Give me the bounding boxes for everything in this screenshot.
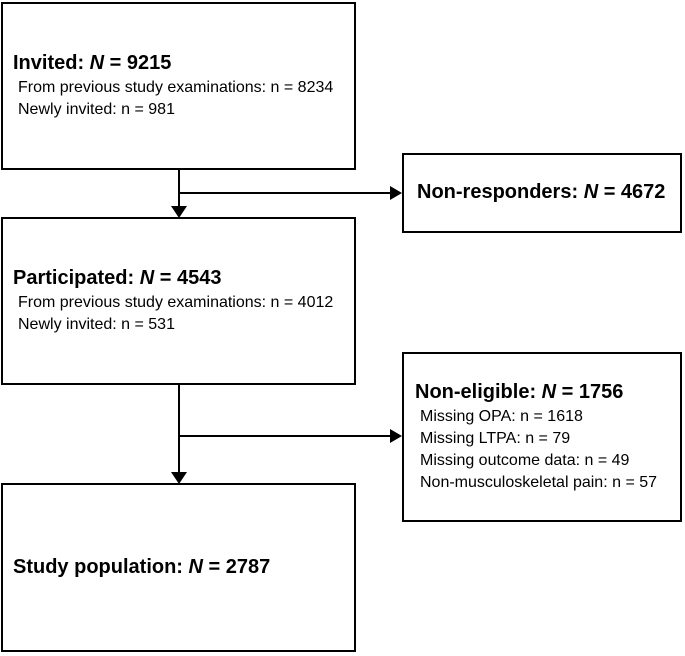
- arrowhead-down-2: [171, 472, 187, 484]
- box-non-eligible-label: Non-eligible:: [415, 381, 542, 403]
- box-study-population-count: = 2787: [202, 555, 271, 578]
- box-participated: Participated: N = 4543 From previous stu…: [1, 217, 356, 385]
- box-study-population: Study population: N = 2787: [1, 483, 356, 652]
- box-invited: Invited: N = 9215 From previous study ex…: [1, 2, 356, 170]
- box-participated-label: Participated:: [13, 267, 140, 289]
- box-participated-n-symbol: N: [139, 267, 155, 289]
- box-study-population-n-symbol: N: [188, 555, 203, 578]
- box-non-eligible-subline-3: Missing outcome data: n = 49: [420, 452, 630, 469]
- box-participated-title: Participated: N = 4543: [13, 266, 221, 290]
- box-invited-title: Invited: N = 9215: [13, 51, 171, 75]
- box-non-eligible-n-symbol: N: [541, 381, 557, 403]
- box-invited-subline-2: Newly invited: n = 981: [18, 101, 175, 118]
- box-non-responders-label: Non-responders:: [417, 181, 584, 203]
- box-invited-subline-1: From previous study examinations: n = 82…: [18, 79, 334, 96]
- arrowhead-down-1: [171, 206, 187, 218]
- box-participated-subline-1: From previous study examinations: n = 40…: [18, 294, 334, 311]
- box-non-eligible-title: Non-eligible: N = 1756: [415, 380, 623, 404]
- box-non-responders: Non-responders: N = 4672: [402, 153, 682, 233]
- box-non-eligible: Non-eligible: N = 1756 Missing OPA: n = …: [402, 352, 682, 522]
- box-non-responders-count: = 4672: [598, 181, 666, 203]
- arrowhead-right-2: [390, 429, 402, 443]
- box-study-population-label: Study population:: [13, 555, 189, 578]
- box-non-eligible-count: = 1756: [556, 381, 624, 403]
- box-non-responders-n-symbol: N: [583, 181, 599, 203]
- box-non-eligible-subline-4: Non-musculoskeletal pain: n = 57: [420, 474, 658, 491]
- box-invited-n-symbol: N: [89, 52, 105, 74]
- box-study-population-title: Study population: N = 2787: [13, 555, 270, 579]
- box-participated-count: = 4543: [154, 267, 222, 289]
- box-invited-label: Invited:: [13, 52, 90, 74]
- box-non-responders-title: Non-responders: N = 4672: [417, 180, 665, 204]
- arrowhead-right-1: [390, 186, 402, 200]
- box-non-eligible-subline-2: Missing LTPA: n = 79: [420, 430, 571, 447]
- box-invited-count: = 9215: [104, 52, 172, 74]
- box-non-eligible-subline-1: Missing OPA: n = 1618: [420, 408, 583, 425]
- box-participated-subline-2: Newly invited: n = 531: [18, 316, 175, 333]
